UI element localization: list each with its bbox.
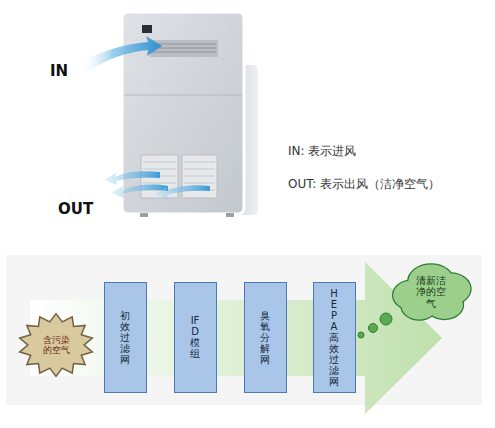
annotation-label: OUT: 表示出风（洁净空气） <box>288 176 440 193</box>
filter-box: HEPA高效过滤网 <box>313 282 356 393</box>
filter-box: 臭氧分解网 <box>244 282 287 393</box>
node-text: 清新洁净的空气 <box>416 275 446 310</box>
starburst-outline <box>20 314 93 377</box>
node-text: HEPA高效过滤网 <box>329 288 339 387</box>
bubbles <box>358 313 392 338</box>
annotation-label: OUT <box>58 200 93 218</box>
filter-box: IFD模组 <box>174 282 217 393</box>
node-text: 含污染的空气 <box>43 335 70 356</box>
in-airflow <box>80 36 162 74</box>
node-text: IFD模组 <box>190 315 200 359</box>
filter-box: 初效过滤网 <box>104 282 147 393</box>
node-text: 初效过滤网 <box>120 310 130 365</box>
annotation-label: IN <box>50 62 68 80</box>
node-text: 臭氧分解网 <box>260 310 270 365</box>
out-airflow <box>104 171 210 199</box>
annotation-label: IN: 表示进风 <box>288 143 356 160</box>
polluted-air-burst: 含污染的空气 <box>18 313 94 377</box>
clean-air-cloud: 清新洁净的空气 <box>389 260 473 324</box>
